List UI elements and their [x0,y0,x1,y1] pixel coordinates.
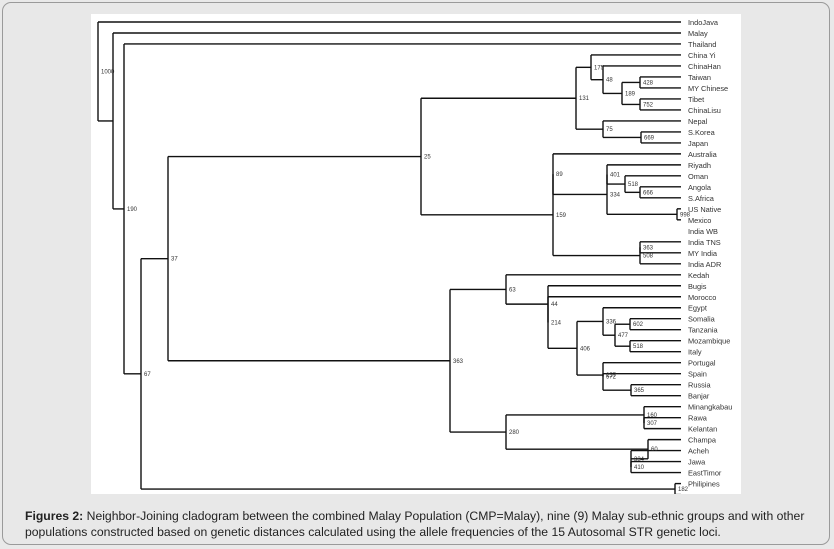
bootstrap-value: 214 [551,321,562,327]
leaf-label: Tanzania [688,326,718,335]
bootstrap-value: 89 [556,172,563,178]
leaf-label: Banjar [688,392,710,401]
bootstrap-value: 363 [453,359,464,365]
bootstrap-value: 44 [551,302,558,308]
leaf-label: US Native [688,205,721,214]
bootstrap-value: 334 [634,457,645,463]
leaf-label: India TNS [688,238,721,247]
leaf-label: Jawa [688,458,706,467]
bootstrap-value: 1000 [101,69,115,75]
bootstrap-value: 336 [606,319,617,325]
bootstrap-value: 159 [556,213,567,219]
leaf-label: Japan [688,139,708,148]
leaf-label: Morocco [688,293,716,302]
leaf-label: IndoJava [688,18,719,27]
leaf-label: Kelantan [688,425,717,434]
leaf-label: Acheh [688,447,709,456]
leaf-label: Somalia [688,315,716,324]
leaf-label: Bugis [688,282,707,291]
bootstrap-value: 63 [509,287,516,293]
bootstrap-value: 160 [647,413,658,419]
leaf-label: Australia [688,150,718,159]
bootstrap-value: 410 [634,465,645,471]
bootstrap-value: 365 [634,388,645,394]
bootstrap-value: 25 [424,155,431,161]
bootstrap-value: 190 [127,207,138,213]
leaf-label: Riyadh [688,161,711,170]
bootstrap-value: 257 [606,373,617,379]
bootstrap-value: 334 [610,192,621,198]
leaf-label: China Yi [688,51,716,60]
leaf-label: Egypt [688,304,707,313]
bootstrap-value: 60 [651,447,658,453]
leaf-label: Nepal [688,117,708,126]
leaf-label: S.Africa [688,194,715,203]
bootstrap-value: 518 [633,344,644,350]
leaf-label: Thailand [688,40,716,49]
bootstrap-value: 37 [171,257,178,263]
leaf-label: Oman [688,172,708,181]
leaf-label: Portugal [688,359,716,368]
bootstrap-value: 602 [633,322,644,328]
leaf-label: EastTimor [688,469,722,478]
leaf-label: Philipines [688,480,720,489]
bootstrap-value: 508 [643,254,654,260]
leaf-label: MY India [688,249,718,258]
bootstrap-value: 182 [678,487,689,493]
leaf-label: Taiwan [688,73,711,82]
leaf-label: Champa [688,436,717,445]
cladogram: 428 752 189 48 669 75 175 131 666 518 401 998 334 89 3… [97,18,732,494]
leaf-label: Minangkabau [688,403,732,412]
bootstrap-value: 666 [643,190,654,196]
leaf-label: Rawa [688,414,708,423]
leaf-label: S.Korea [688,128,716,137]
bootstrap-value: 669 [644,135,655,141]
leaf-label: ChinaHan [688,62,721,71]
leaf-label: Mozambique [688,337,730,346]
bootstrap-value: 75 [606,127,613,133]
leaf-label: Malay [688,29,708,38]
bootstrap-value: 998 [680,212,691,218]
leaf-label: ChinaLisu [688,106,721,115]
leaf-label: India WB [688,227,718,236]
bootstrap-value: 307 [647,421,658,427]
bootstrap-value: 131 [579,96,590,102]
leaf-label: Tibet [688,95,704,104]
bootstrap-value: 752 [643,102,654,108]
leaf-label: Kedah [688,271,709,280]
leaf-label: Spain [688,370,707,379]
cladogram-figure: 428 752 189 48 669 75 175 131 666 518 401 998 334 89 3… [91,14,741,494]
leaf-label: Angola [688,183,712,192]
bootstrap-value: 189 [625,91,636,97]
bootstrap-value: 428 [643,80,654,86]
leaf-label: Mexico [688,216,711,225]
bootstrap-value: 363 [643,245,654,251]
caption-text: Neighbor-Joining cladogram between the c… [25,509,805,539]
bootstrap-value: 518 [628,182,639,188]
bootstrap-value: 401 [610,172,621,178]
leaf-label: Russia [688,381,711,390]
bootstrap-value: 175 [594,65,605,71]
leaf-label: Italy [688,348,702,357]
bootstrap-value: 67 [144,372,151,378]
bootstrap-value: 477 [618,333,629,339]
leaf-label: India ADR [688,260,721,269]
bootstrap-value: 48 [606,78,613,84]
bootstrap-value: 406 [580,346,591,352]
figure-caption: Figures 2: Neighbor-Joining cladogram be… [25,508,815,540]
leaf-label: MY Chinese [688,84,728,93]
bootstrap-value: 280 [509,430,520,436]
caption-label: Figures 2: [25,509,84,523]
bootstrap-value: 572 [606,374,617,380]
